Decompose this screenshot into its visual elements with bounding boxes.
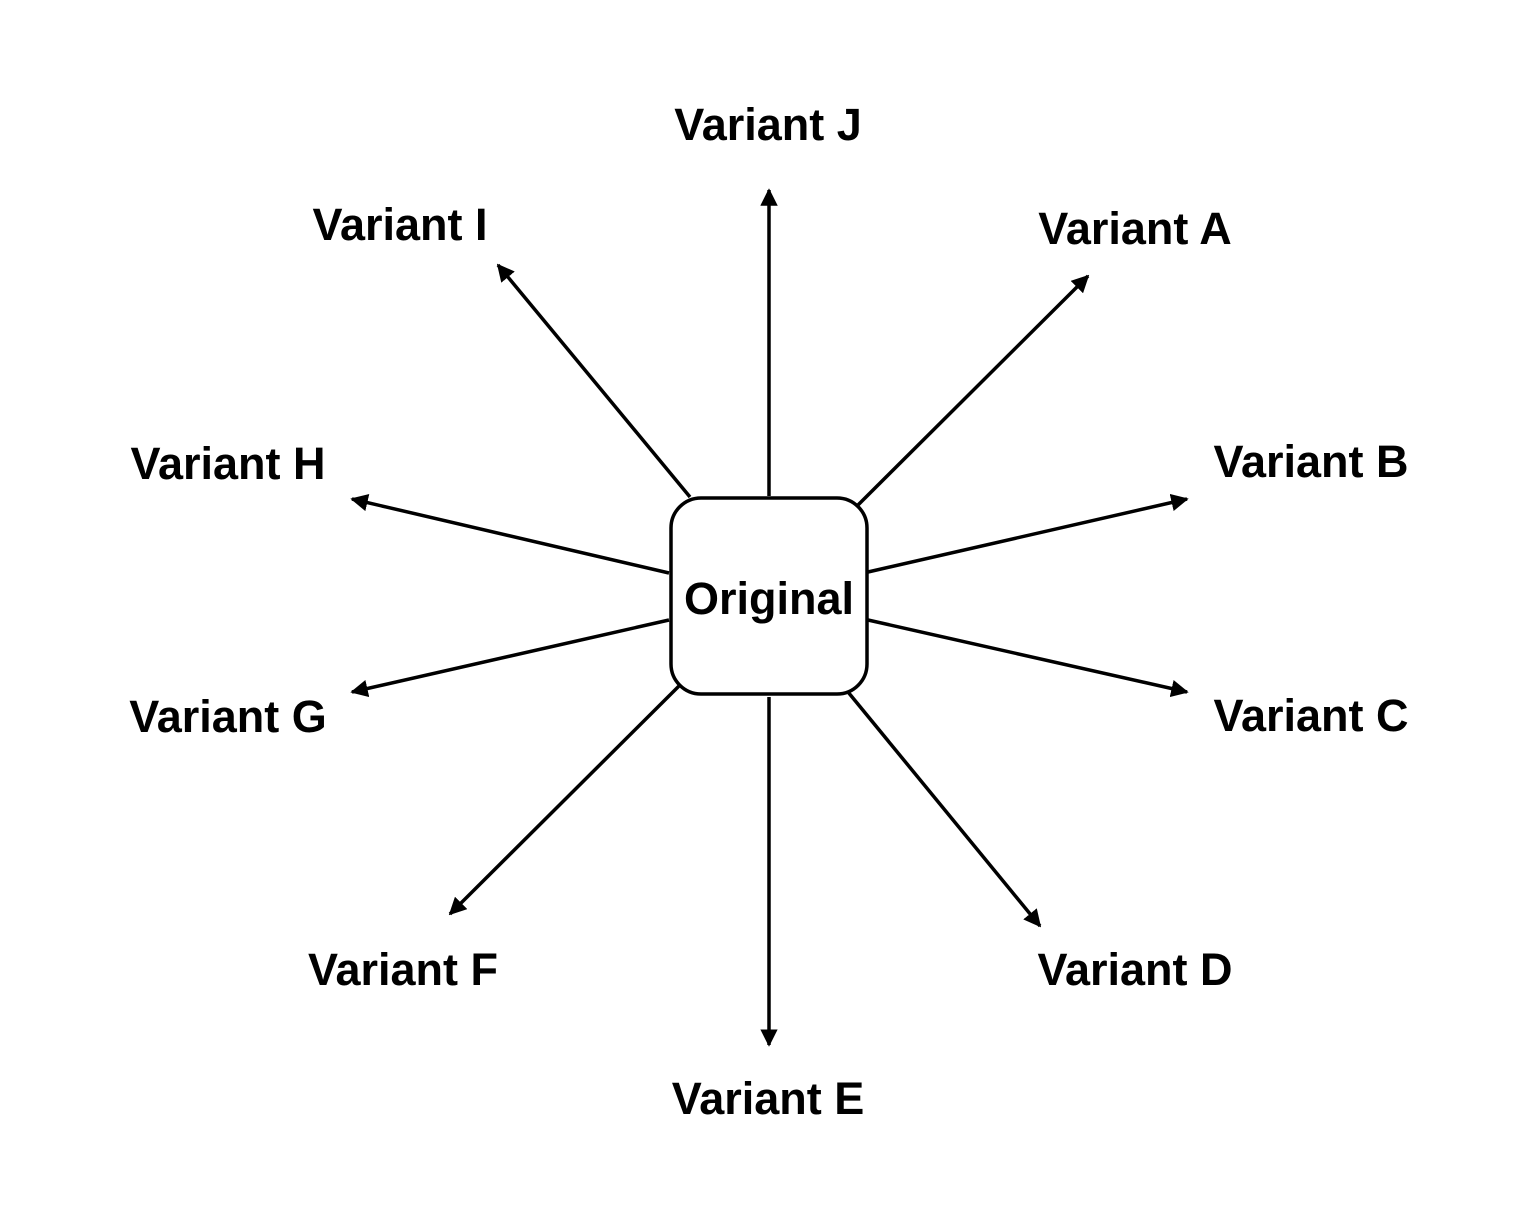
variant-e-label: Variant E bbox=[672, 1073, 865, 1124]
variant-i-label: Variant I bbox=[312, 199, 487, 250]
variant-c-label: Variant C bbox=[1213, 690, 1408, 741]
original-label: Original bbox=[684, 573, 854, 624]
variant-j-label: Variant J bbox=[674, 99, 862, 150]
arrow-to-variant-f bbox=[448, 684, 681, 916]
arrow-to-variant-d bbox=[846, 690, 1042, 928]
arrow-to-variant-c bbox=[867, 618, 1189, 698]
variant-a-label: Variant A bbox=[1038, 203, 1231, 254]
variant-f-label: Variant F bbox=[308, 944, 498, 995]
original-node bbox=[669, 496, 869, 696]
variant-d-label: Variant D bbox=[1037, 944, 1232, 995]
arrow-to-variant-h bbox=[350, 494, 670, 575]
variant-b-label: Variant B bbox=[1213, 436, 1408, 487]
variant-h-label: Variant H bbox=[130, 438, 325, 489]
arrow-to-variant-b bbox=[867, 493, 1189, 574]
arrow-to-variant-a bbox=[856, 274, 1090, 507]
variant-g-label: Variant G bbox=[129, 691, 327, 742]
arrow-to-variant-g bbox=[350, 618, 670, 698]
arrow-to-variant-i bbox=[496, 263, 692, 499]
